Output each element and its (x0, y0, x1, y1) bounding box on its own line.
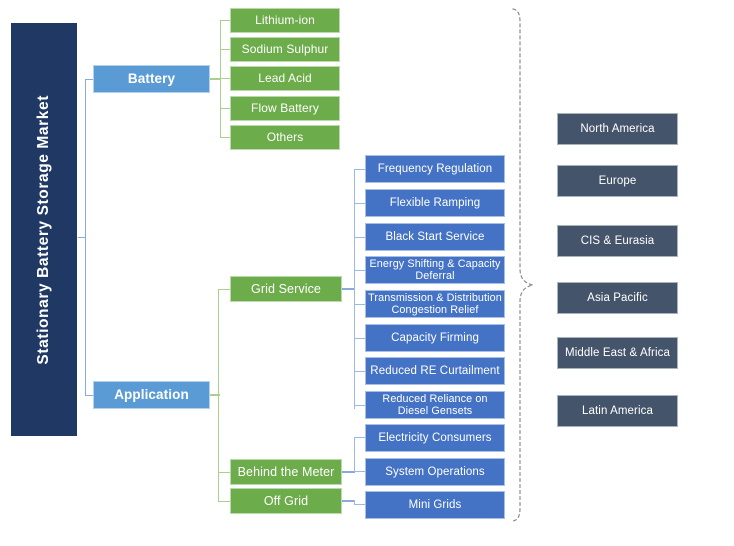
node-system-operations-label: System Operations (385, 465, 485, 478)
node-region-europe[interactable]: Europe (557, 165, 678, 197)
grid-service-branch-6 (354, 338, 365, 339)
node-off-grid[interactable]: Off Grid (230, 488, 342, 514)
application-branch-off-grid (218, 501, 230, 502)
grid-service-branch-2 (354, 203, 365, 204)
node-sodium-sulphur-label: Sodium Sulphur (241, 41, 329, 56)
off-grid-branch-1 (354, 504, 365, 505)
node-transmission-distribution-congestion-relief[interactable]: Transmission & Distribution Congestion R… (365, 290, 505, 318)
node-capacity-firming-label: Capacity Firming (391, 331, 479, 344)
grid-service-branch-7 (354, 371, 365, 372)
node-behind-the-meter[interactable]: Behind the Meter (230, 459, 342, 485)
battery-branch-2 (220, 49, 230, 50)
node-region-north-america-label: North America (580, 122, 655, 135)
node-application[interactable]: Application (93, 381, 210, 409)
battery-branch-3 (220, 78, 230, 79)
node-battery[interactable]: Battery (93, 65, 210, 93)
application-branch-grid-service (218, 289, 230, 290)
node-flow-battery-label: Flow Battery (251, 100, 319, 115)
application-children-trunk (218, 289, 219, 501)
node-frequency-regulation[interactable]: Frequency Regulation (365, 155, 505, 183)
node-reduced-reliance-on-diesel-gensets-label: Reduced Reliance on Diesel Gensets (382, 392, 488, 417)
node-capacity-firming[interactable]: Capacity Firming (365, 324, 505, 352)
node-black-start-service[interactable]: Black Start Service (365, 223, 505, 251)
node-off-grid-label: Off Grid (263, 494, 309, 508)
grid-service-branch-1 (354, 169, 365, 170)
node-transmission-distribution-congestion-relief-label: Transmission & Distribution Congestion R… (368, 291, 502, 316)
application-out-stub (210, 394, 220, 396)
behind-the-meter-branch-2 (354, 471, 365, 472)
node-flexible-ramping[interactable]: Flexible Ramping (365, 189, 505, 217)
node-others[interactable]: Others (230, 125, 340, 150)
root-to-battery-line (85, 79, 94, 80)
node-grid-service-label: Grid Service (251, 282, 321, 296)
node-region-middle-east-africa-label: Middle East & Africa (565, 346, 670, 359)
node-frequency-regulation-label: Frequency Regulation (377, 162, 493, 175)
battery-branch-5 (220, 137, 230, 138)
root-to-application-line (85, 395, 94, 396)
node-lead-acid[interactable]: Lead Acid (230, 66, 340, 91)
node-electricity-consumers[interactable]: Electricity Consumers (365, 424, 505, 452)
node-sodium-sulphur[interactable]: Sodium Sulphur (230, 37, 340, 62)
node-lithium-ion-label: Lithium-ion (255, 12, 315, 27)
root-trunk-stub (78, 237, 86, 238)
battery-branch-1 (220, 20, 230, 21)
node-grid-service[interactable]: Grid Service (230, 276, 342, 302)
node-region-asia-pacific[interactable]: Asia Pacific (557, 282, 678, 314)
node-region-cis-eurasia[interactable]: CIS & Eurasia (557, 225, 678, 257)
node-electricity-consumers-label: Electricity Consumers (378, 431, 492, 444)
node-flow-battery[interactable]: Flow Battery (230, 96, 340, 121)
node-region-cis-eurasia-label: CIS & Eurasia (580, 234, 655, 247)
node-mini-grids[interactable]: Mini Grids (365, 491, 505, 519)
behind-the-meter-branch-1 (354, 437, 365, 438)
root-node-label: Stationary Battery Storage Market (35, 94, 53, 365)
behind-the-meter-children-trunk (354, 437, 355, 472)
grid-service-out-stub (342, 288, 355, 290)
battery-out-stub (210, 78, 221, 80)
root-node-stationary-battery-storage-market[interactable]: Stationary Battery Storage Market (10, 22, 78, 437)
node-application-label: Application (114, 387, 189, 403)
node-lithium-ion[interactable]: Lithium-ion (230, 8, 340, 33)
grid-service-children-trunk (354, 169, 355, 409)
node-mini-grids-label: Mini Grids (408, 498, 462, 511)
grid-service-branch-4 (354, 270, 365, 271)
node-lead-acid-label: Lead Acid (258, 70, 312, 85)
node-region-north-america[interactable]: North America (557, 113, 678, 145)
node-reduced-re-curtailment-label: Reduced RE Curtailment (370, 364, 500, 377)
node-reduced-reliance-on-diesel-gensets[interactable]: Reduced Reliance on Diesel Gensets (365, 391, 505, 419)
grid-service-branch-8 (354, 405, 365, 406)
off-grid-out-stub (342, 500, 355, 502)
node-region-latin-america[interactable]: Latin America (557, 395, 678, 427)
battery-branch-4 (220, 108, 230, 109)
node-flexible-ramping-label: Flexible Ramping (389, 196, 481, 209)
node-region-middle-east-africa[interactable]: Middle East & Africa (557, 337, 678, 369)
node-others-label: Others (266, 129, 304, 144)
node-region-asia-pacific-label: Asia Pacific (587, 291, 648, 304)
behind-the-meter-out-stub (342, 471, 355, 473)
grid-service-branch-3 (354, 237, 365, 238)
off-grid-children-trunk (354, 500, 355, 504)
node-reduced-re-curtailment[interactable]: Reduced RE Curtailment (365, 357, 505, 385)
node-energy-shifting-capacity-deferral-label: Energy Shifting & Capacity Deferral (369, 257, 501, 282)
node-battery-label: Battery (127, 71, 176, 87)
node-region-latin-america-label: Latin America (582, 404, 653, 417)
node-black-start-service-label: Black Start Service (385, 230, 485, 243)
grid-service-branch-5 (354, 304, 365, 305)
application-branch-behind-the-meter (218, 472, 230, 473)
battery-children-trunk (220, 20, 221, 138)
node-region-europe-label: Europe (598, 174, 637, 187)
node-behind-the-meter-label: Behind the Meter (237, 465, 335, 479)
node-energy-shifting-capacity-deferral[interactable]: Energy Shifting & Capacity Deferral (365, 256, 505, 284)
node-system-operations[interactable]: System Operations (365, 458, 505, 486)
